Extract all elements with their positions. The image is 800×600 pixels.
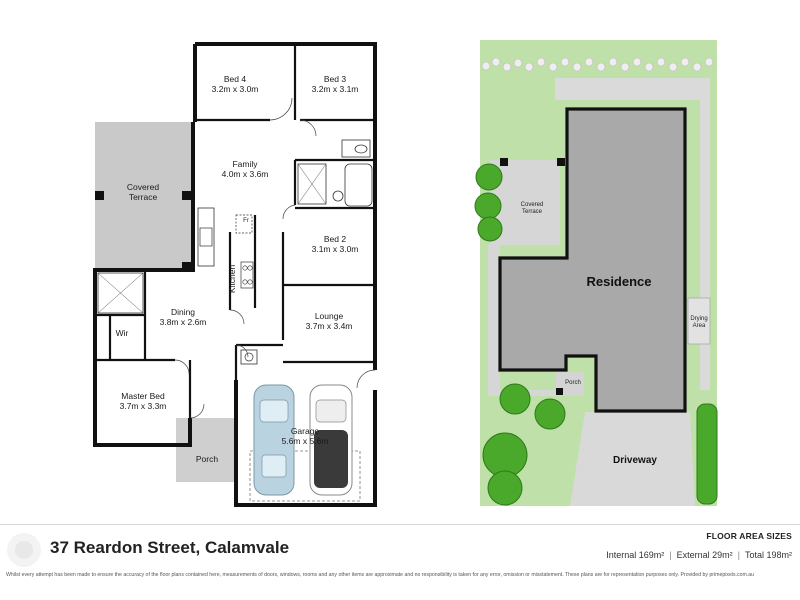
- paving-left: [490, 160, 560, 245]
- room-label-master: Master Bed: [121, 391, 165, 401]
- sink-bowl: [244, 352, 254, 362]
- room-label-lounge: Lounge: [315, 311, 344, 321]
- fridge-space: [235, 214, 253, 234]
- terrace-post: [557, 158, 565, 166]
- garage-door-line: [249, 450, 361, 502]
- terrace-post: [95, 191, 104, 200]
- paving-strip: [488, 245, 500, 390]
- toilet-bowl: [354, 144, 368, 154]
- room-size-master: 3.7m x 3.3m: [120, 401, 167, 411]
- room-label-porch: Porch: [196, 454, 218, 464]
- disclaimer-text: Whilst every attempt has been made to en…: [6, 572, 755, 578]
- room-label-bed3: Bed 3: [324, 74, 346, 84]
- room-size-lounge: 3.7m x 3.4m: [306, 321, 353, 331]
- site-terrace-label-1: Covered: [521, 202, 544, 208]
- driveway-label: Driveway: [613, 455, 657, 466]
- floor-and-site-plan: Bed 4 3.2m x 3.0m Bed 3 3.2m x 3.1m Fami…: [93, 40, 718, 507]
- total-area: Total 198m²: [744, 550, 792, 560]
- bathroom-shower: [297, 163, 327, 205]
- floor-area-title: FLOOR AREA SIZES: [706, 531, 792, 541]
- covered-terrace-slab: [95, 122, 193, 269]
- room-size-garage: 5.6m x 5.6m: [282, 436, 329, 446]
- bathroom-basin: [332, 190, 344, 202]
- external-area: External 29m²: [676, 550, 733, 560]
- footer-divider: [0, 524, 800, 525]
- room-size-bed2: 3.1m x 3.0m: [312, 244, 359, 254]
- terrace-post: [500, 158, 508, 166]
- kitchen-sink: [199, 227, 213, 247]
- room-size-bed3: 3.2m x 3.1m: [312, 84, 359, 94]
- room-label-wir: Wir: [116, 328, 129, 338]
- room-label-bed2: Bed 2: [324, 234, 346, 244]
- brand-logo-icon: [7, 533, 41, 567]
- room-label-bed4: Bed 4: [224, 74, 246, 84]
- shrubs: [474, 163, 718, 506]
- room-size-dining: 3.8m x 2.6m: [160, 317, 207, 327]
- room-size-bed4: 3.2m x 3.0m: [212, 84, 259, 94]
- drying-label-2: Area: [693, 323, 706, 329]
- room-label-kitchen: Kitchen: [227, 265, 237, 294]
- footer: 37 Reardon Street, Calamvale FLOOR AREA …: [0, 524, 800, 600]
- terrace-post: [182, 191, 191, 200]
- floor-plan: Bed 4 3.2m x 3.0m Bed 3 3.2m x 3.1m Fami…: [93, 42, 377, 507]
- room-label-dining: Dining: [171, 307, 195, 317]
- property-address: 37 Reardon Street, Calamvale: [50, 538, 290, 557]
- room-label-terrace-1: Covered: [127, 182, 159, 192]
- drying-area: [687, 297, 711, 345]
- site-plan: Residence Covered Terrace Drying Area Po…: [474, 40, 718, 506]
- residence-label: Residence: [586, 274, 651, 289]
- driveway: [570, 412, 695, 506]
- car-left: [253, 384, 295, 496]
- site-terrace-label-2: Terrace: [522, 209, 543, 215]
- porch-post: [556, 388, 563, 395]
- interior-walls: [95, 44, 375, 418]
- kitchen-cooktop: [240, 261, 254, 289]
- door-swings: [174, 97, 376, 419]
- bathroom-bath: [344, 163, 373, 207]
- site-porch-label: Porch: [565, 380, 581, 386]
- separator: |: [737, 550, 740, 560]
- room-label-garage: Garage: [291, 426, 320, 436]
- residence-footprint[interactable]: [498, 107, 687, 413]
- terrace-post: [182, 262, 191, 271]
- room-size-family: 4.0m x 3.6m: [222, 169, 269, 179]
- edging-stones: [481, 57, 714, 72]
- room-label-family: Family: [232, 159, 258, 169]
- car-right: [309, 384, 353, 496]
- drying-label-1: Drying: [690, 316, 707, 322]
- separator: |: [669, 550, 672, 560]
- internal-area: Internal 169m²: [606, 550, 665, 560]
- floor-area-values: Internal 169m² | External 29m² | Total 198m²: [606, 550, 792, 560]
- room-label-fridge: Fr: [243, 218, 249, 224]
- porch-slab: [176, 418, 234, 482]
- room-label-terrace-2: Terrace: [129, 192, 158, 202]
